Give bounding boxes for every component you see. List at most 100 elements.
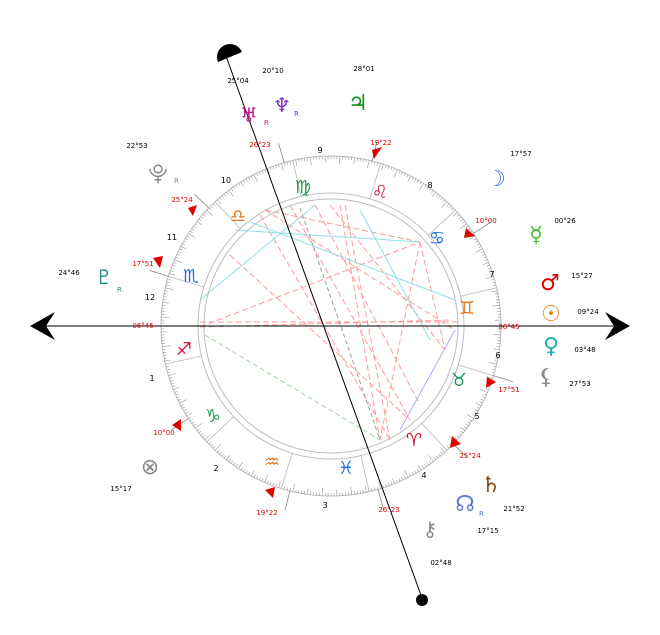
degree-tick — [223, 193, 227, 197]
degree-tick — [172, 264, 176, 267]
degree-tick — [390, 167, 393, 171]
degree-tick — [390, 481, 393, 485]
aspect-line — [299, 207, 381, 441]
degree-tick — [385, 483, 387, 487]
degree-tick — [162, 302, 169, 304]
aspect-line — [339, 204, 381, 441]
degree-tick — [424, 464, 427, 468]
degree-tick — [250, 175, 253, 179]
aspect-line — [359, 209, 431, 341]
degree-tick — [272, 166, 275, 170]
cusp-label-h3: 19°22 — [256, 509, 277, 517]
degree-tick — [228, 190, 234, 197]
degree-tick — [253, 474, 256, 478]
degree-tick — [240, 467, 243, 471]
degree-tick — [301, 490, 303, 494]
degree-tick — [373, 161, 376, 165]
degree-tick — [235, 464, 238, 468]
degree-tick — [393, 168, 395, 172]
jupiter-degree: 28°01 — [353, 65, 374, 73]
sign-divider — [206, 416, 234, 443]
degree-tick — [195, 423, 202, 429]
degree-tick — [269, 167, 272, 171]
degree-tick — [446, 203, 450, 207]
degree-tick — [226, 191, 229, 195]
aspect-lines — [199, 204, 460, 441]
degree-tick — [212, 203, 216, 207]
degree-tick — [480, 398, 484, 401]
degree-tick — [163, 299, 167, 301]
neptune-retro: R — [294, 110, 299, 118]
degree-tick — [204, 211, 208, 215]
degree-tick — [175, 256, 179, 259]
degree-tick — [450, 207, 454, 211]
degree-tick — [401, 171, 404, 175]
degree-tick — [216, 199, 222, 205]
jupiter-group: ♃︎ 28°01 — [348, 65, 375, 116]
degree-tick — [162, 348, 166, 350]
degree-tick — [248, 471, 251, 475]
degree-tick — [173, 262, 177, 264]
degree-tick — [492, 368, 496, 371]
planets: ♅︎ R 25°04 ♆︎ R 20°10 ♃︎ 28°01 ☽︎ 17°57 … — [58, 65, 599, 567]
aspect-line — [289, 204, 411, 421]
degree-tick — [233, 186, 236, 190]
degree-tick — [398, 170, 401, 174]
degree-tick — [165, 287, 174, 290]
degree-tick — [482, 262, 489, 265]
degree-tick — [454, 437, 458, 441]
degree-tick — [298, 489, 300, 493]
degree-tick — [196, 428, 200, 431]
degree-tick — [221, 195, 224, 199]
degree-tick — [387, 482, 390, 486]
sign-divider — [280, 453, 293, 489]
degree-tick — [483, 256, 487, 259]
sign-divider — [428, 209, 456, 236]
degree-tick — [492, 366, 497, 368]
south-node-degree: 22°53 — [126, 142, 147, 150]
degree-tick — [353, 157, 355, 164]
south-node-group: ⯓︎ R 22°53 — [126, 142, 179, 185]
degree-tick — [411, 177, 414, 181]
degree-tick — [286, 487, 289, 491]
degree-tick — [171, 267, 175, 270]
cusp-label-h5: 25°24 — [459, 452, 481, 460]
degree-tick — [421, 465, 424, 469]
part-of-fortune-icon: ⊗︎ — [141, 455, 159, 480]
degree-tick — [176, 253, 180, 256]
venus-icon: ♀︎ — [543, 334, 559, 359]
degree-tick — [164, 293, 168, 295]
degree-tick — [486, 376, 493, 379]
degree-tick — [362, 159, 364, 163]
moon-group: ☽︎ 17°57 — [486, 150, 532, 192]
degree-tick — [186, 235, 190, 238]
saturn-degree: 21°52 — [503, 505, 524, 513]
house-cusp-line — [493, 375, 513, 382]
degree-tick — [289, 160, 291, 165]
degree-tick — [200, 216, 204, 219]
degree-tick — [186, 412, 193, 417]
degree-tick — [371, 160, 373, 165]
cusp-label-dsc: 06°45 — [498, 323, 519, 331]
cusp-label-h9: 19°22 — [370, 139, 391, 147]
degree-tick — [248, 177, 251, 181]
degree-tick — [392, 477, 395, 484]
degree-tick — [438, 453, 441, 457]
cusp-marker-h11 — [188, 205, 197, 216]
degree-tick — [475, 240, 479, 243]
mars-icon: ♂︎ — [540, 271, 560, 296]
chart-axes — [30, 44, 630, 606]
degree-tick — [267, 168, 270, 175]
degree-tick — [456, 435, 460, 438]
degree-tick — [182, 406, 186, 409]
aspect-line — [234, 229, 421, 243]
degree-tick — [245, 470, 248, 474]
uranus-group: ♅︎ R 25°04 — [227, 77, 269, 127]
degree-tick — [283, 162, 286, 166]
aspect-line — [229, 254, 411, 421]
pluto-retro: R — [117, 286, 122, 294]
mercury-icon: ☿︎ — [529, 223, 543, 248]
aspect-line — [204, 334, 381, 441]
house-cusp-line — [278, 143, 285, 163]
